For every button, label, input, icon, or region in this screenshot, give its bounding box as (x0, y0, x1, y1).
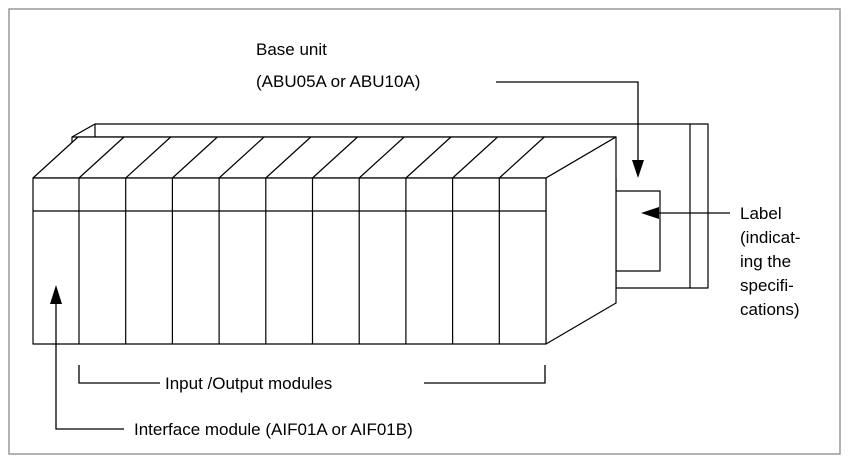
module-slot-top-edge (171, 136, 218, 179)
base-unit-arrowhead (632, 160, 644, 178)
module-rack (32, 136, 617, 345)
label-text-line5: cations) (740, 300, 800, 319)
module-slot-top-edge (498, 136, 545, 179)
io-modules-callout: Input /Output modules (78, 365, 546, 393)
label-text-line1: Label (740, 204, 782, 223)
interface-leader-line (55, 300, 124, 430)
base-unit-label-line2: (ABU05A or ABU10A) (256, 72, 420, 91)
module-slot-top-edge (312, 136, 358, 179)
io-bracket-left (78, 365, 160, 384)
label-text-line2: (indicat- (740, 228, 800, 247)
label-text-line3: ing the (740, 252, 791, 271)
specification-label (615, 190, 661, 272)
interface-arrowhead (50, 285, 62, 304)
module-slot-top-edge (452, 136, 499, 179)
interface-module-label: Interface module (AIF01A or AIF01B) (134, 420, 413, 439)
module-slot-top-edge (358, 136, 405, 179)
module-slot-top-edge (405, 136, 452, 179)
module-slot-top-edge (265, 136, 312, 179)
io-bracket-right (424, 365, 546, 384)
label-text-line4: specifi- (740, 276, 794, 295)
module-slot-top-edge (78, 136, 125, 179)
slot-top-edges (78, 136, 545, 179)
rack-top-surface (32, 136, 617, 179)
base-unit-label-line1: Base unit (256, 40, 327, 59)
base-unit-leader-line (496, 81, 639, 163)
module-slot-top-edge (218, 136, 265, 179)
label-callout: Label (indicat- ing the specifi- cations… (641, 204, 800, 319)
rack-front-face (32, 177, 547, 345)
interface-module-callout: Interface module (AIF01A or AIF01B) (50, 285, 413, 439)
io-modules-label: Input /Output modules (165, 374, 332, 393)
slot-dividers (78, 178, 500, 344)
module-slot-top-edge (125, 136, 172, 179)
label-arrowhead (641, 207, 659, 219)
base-unit-callout: Base unit (ABU05A or ABU10A) (256, 40, 644, 178)
